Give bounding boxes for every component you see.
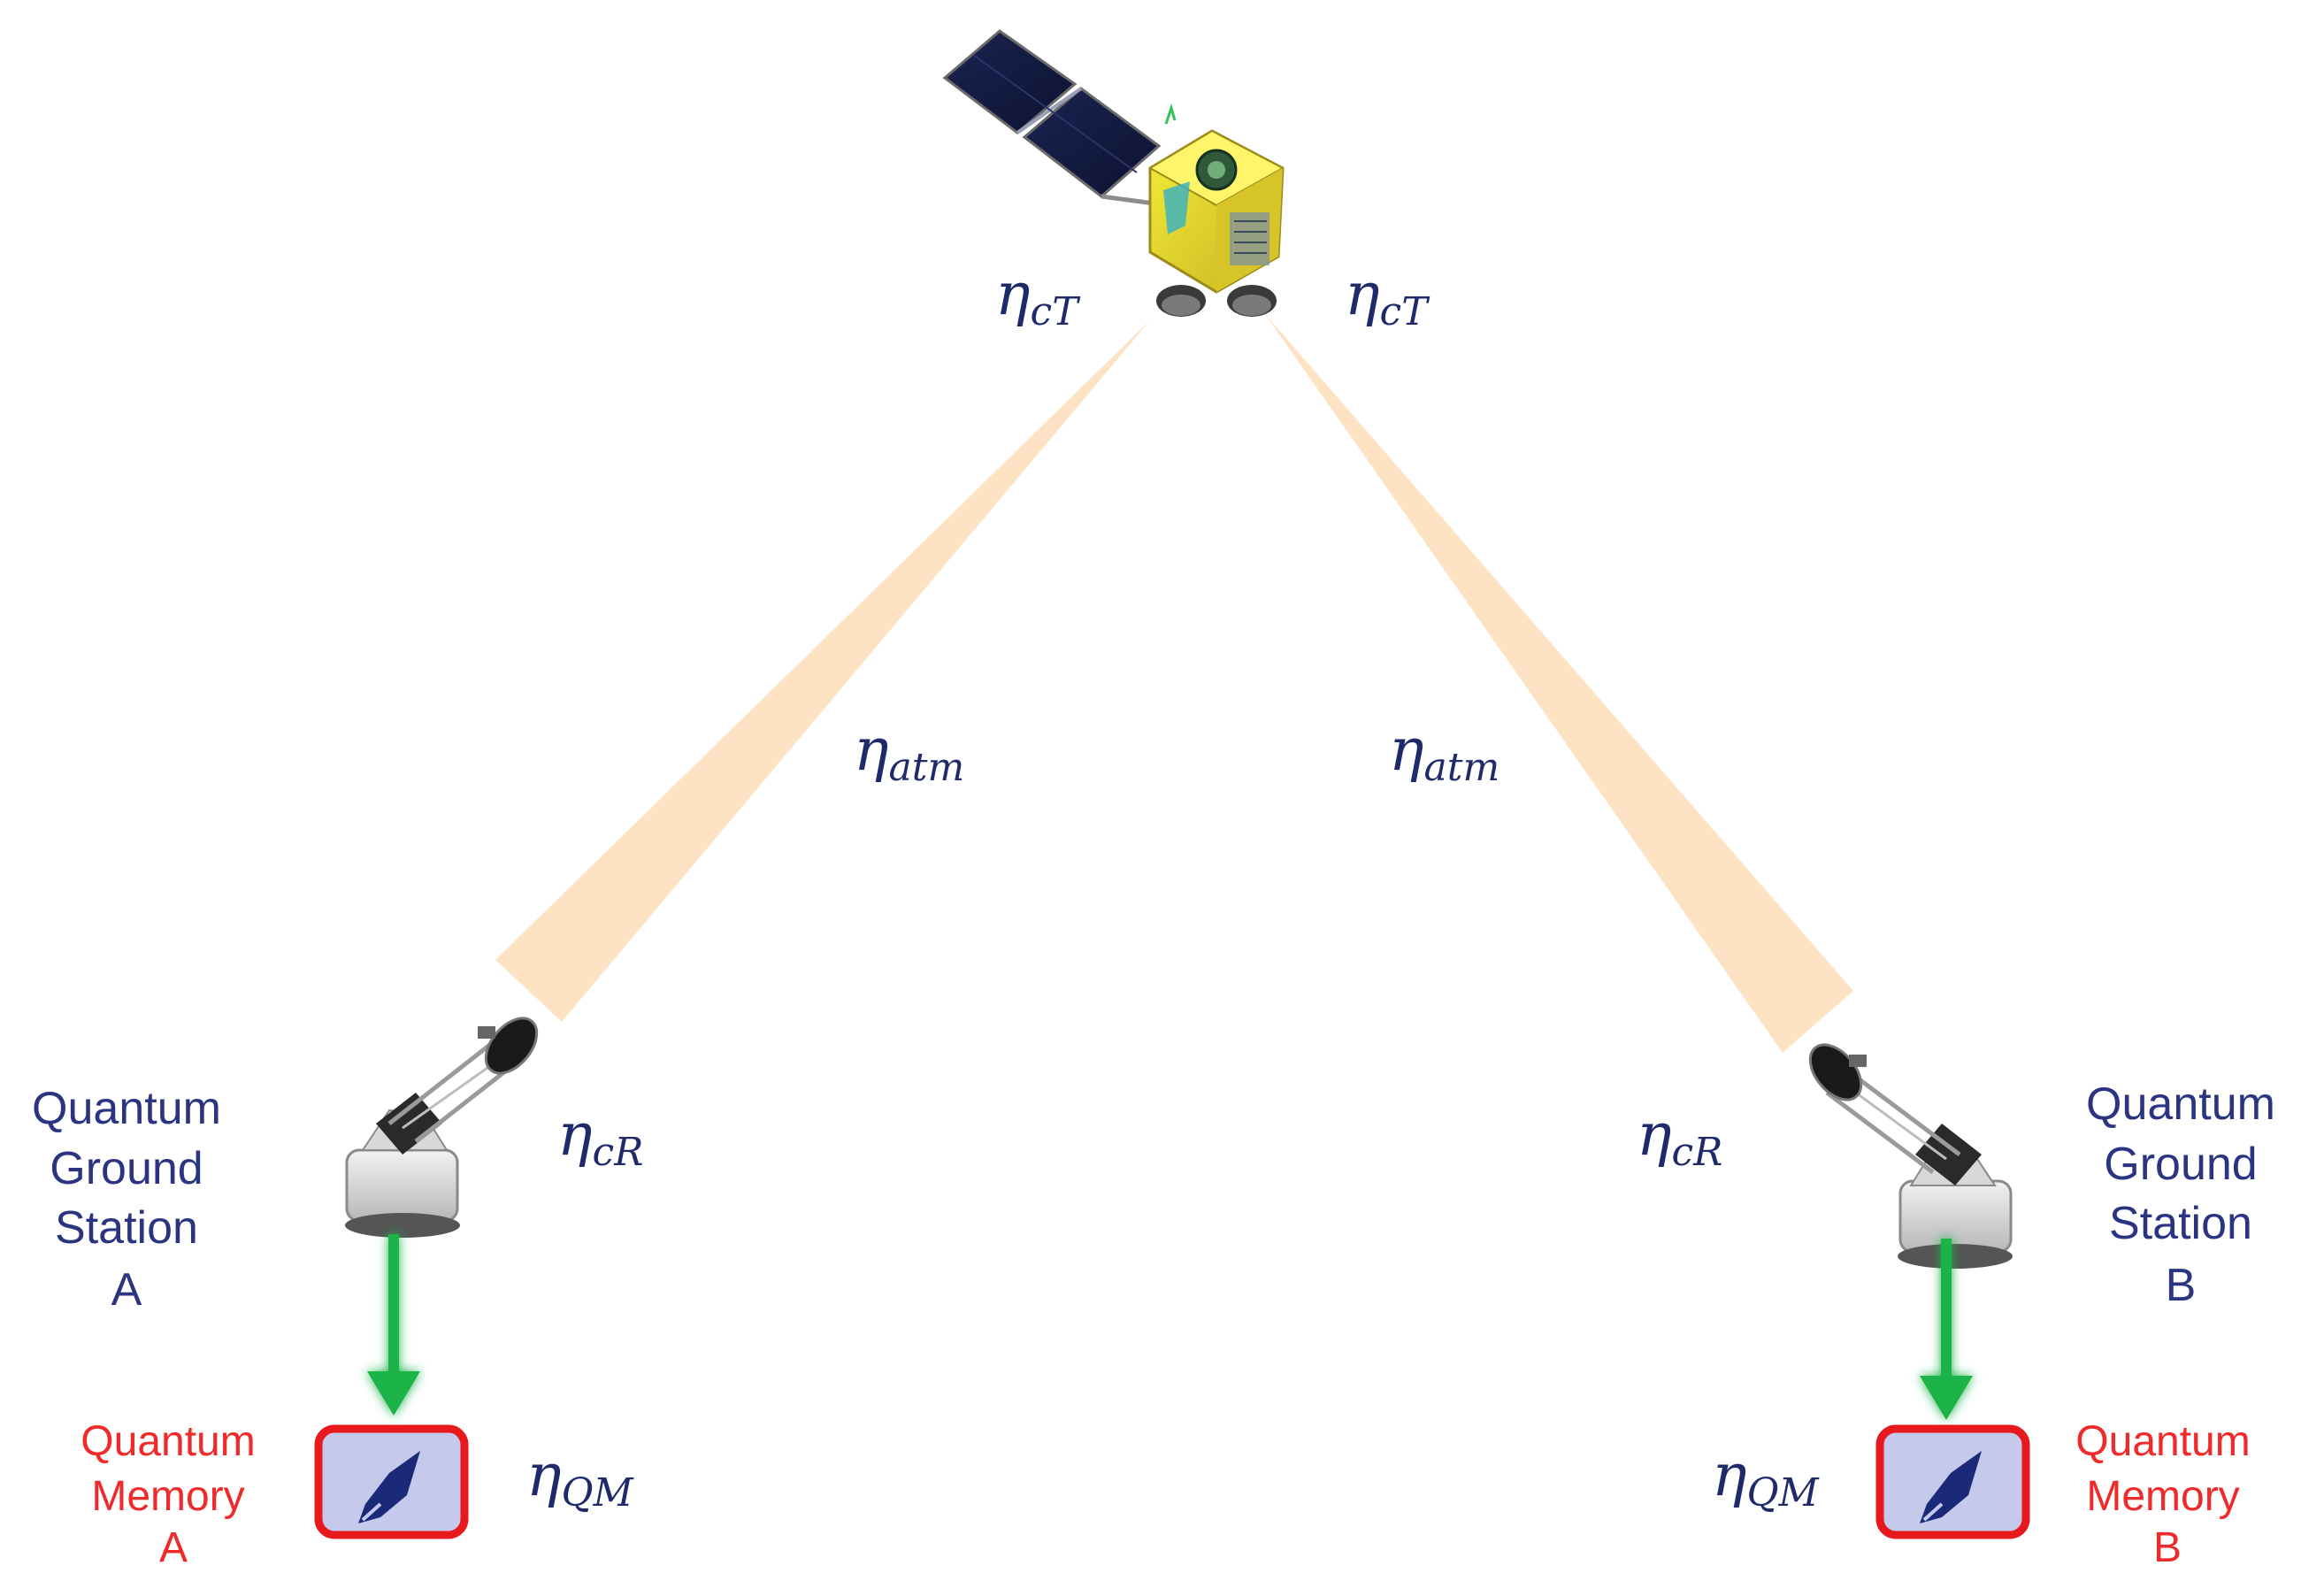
eta-subscript: cR (593, 1130, 644, 1175)
station-b-label: Quantum Ground Station B (2086, 1078, 2275, 1311)
quantum-memory-box-a (314, 1424, 469, 1539)
station-b-line: Station (2109, 1198, 2252, 1249)
eta-subscript: cT (1031, 289, 1082, 334)
satellite-icon (942, 29, 1285, 317)
eta-subscript: QM (1747, 1470, 1820, 1515)
arrow-down-icon-b (1920, 1239, 1973, 1420)
eta-symbol: η (1345, 260, 1380, 328)
telescope-icon-a (345, 1017, 539, 1238)
eta-subscript: cR (1672, 1130, 1723, 1175)
memory-b-line: B (2153, 1524, 2182, 1571)
memory-b-line: Quantum (2075, 1418, 2250, 1465)
eta-cr-right: ηcR (1637, 1101, 1722, 1175)
arrow-down-icon-a (367, 1234, 420, 1416)
eta-symbol: η (1712, 1441, 1747, 1509)
eta-symbol: η (1637, 1101, 1672, 1169)
station-a-line: Station (55, 1202, 198, 1254)
eta-symbol: η (854, 716, 889, 784)
station-a-label: Quantum Ground Station A (32, 1083, 221, 1316)
eta-ct-right: ηcT (1345, 260, 1430, 334)
memory-a-label: Quantum Memory A (81, 1418, 255, 1571)
eta-symbol: η (526, 1441, 562, 1509)
eta-cr-left: ηcR (557, 1101, 643, 1175)
eta-atm-left: ηatm (854, 716, 964, 790)
solar-panel (942, 29, 1169, 208)
memory-b-label: Quantum Memory B (2075, 1418, 2250, 1571)
eta-symbol: η (557, 1101, 593, 1169)
station-b-line: B (2166, 1260, 2197, 1311)
eta-qm-left: ηQM (526, 1441, 634, 1515)
station-a-line: Quantum (32, 1083, 221, 1134)
quantum-memory-box-b (1875, 1424, 2030, 1539)
eta-subscript: atm (1424, 745, 1500, 790)
eta-subscript: cT (1380, 289, 1431, 334)
eta-subscript: atm (889, 745, 965, 790)
eta-atm-right: ηatm (1389, 716, 1499, 790)
memory-a-line: Quantum (81, 1418, 255, 1465)
eta-subscript: QM (562, 1470, 634, 1515)
beam-right (1265, 314, 1853, 1053)
station-a-line: Ground (50, 1143, 203, 1194)
station-a-line: A (111, 1264, 142, 1316)
beam-left (495, 320, 1150, 1022)
pen-icon-a (358, 1451, 420, 1523)
station-b-line: Quantum (2086, 1078, 2275, 1130)
telescope-icon-b (1808, 1043, 2013, 1269)
pen-icon-b (1920, 1451, 1982, 1523)
eta-symbol: η (1389, 716, 1424, 784)
eta-ct-left: ηcT (995, 260, 1081, 334)
eta-qm-right: ηQM (1712, 1441, 1820, 1515)
memory-a-line: Memory (91, 1473, 244, 1520)
memory-a-line: A (159, 1524, 188, 1571)
memory-b-line: Memory (2086, 1473, 2239, 1520)
station-b-line: Ground (2104, 1139, 2257, 1190)
eta-symbol: η (995, 260, 1031, 328)
